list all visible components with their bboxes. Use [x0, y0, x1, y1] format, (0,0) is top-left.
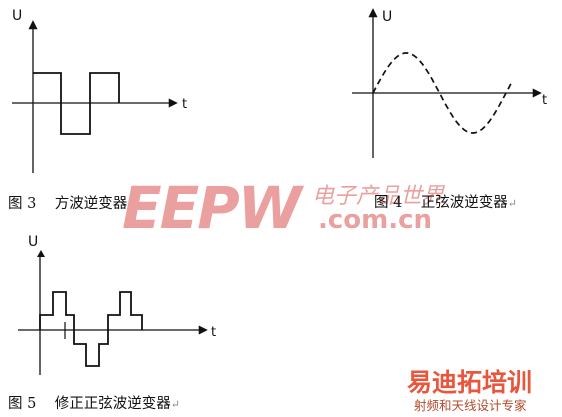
fig5-y-arrow-icon [37, 250, 45, 257]
fig4-waveform [372, 52, 514, 134]
fig3-caption: 图 3 方波逆变器 [8, 196, 128, 212]
fig4-y-label: U [382, 9, 392, 25]
fig3-waveform [33, 72, 120, 135]
fig5-caption: 图 5 修正正弦波逆变器↵ [8, 396, 180, 412]
corner-badge: 易迪拓培训 射频和天线设计专家 [407, 368, 532, 413]
paragraph-mark-icon: ↵ [507, 197, 517, 210]
badge-title: 易迪拓培训 [407, 368, 532, 397]
paragraph-mark-icon: ↵ [170, 398, 180, 411]
figure-4-sine-wave: U t [352, 8, 547, 158]
fig5-waveform [39, 291, 143, 367]
figure-3-square-wave: U t [12, 8, 187, 173]
watermark-domain: .com.cn [318, 205, 432, 235]
watermark-eepw: EEPW [122, 174, 305, 242]
watermark-chinese: 电子产品世界 [312, 184, 446, 209]
fig3-x-label: t [182, 97, 187, 112]
badge-subtitle: 射频和天线设计专家 [414, 398, 527, 413]
figure-5-modified-sine-wave: U t [18, 234, 216, 375]
fig5-x-label: t [211, 325, 216, 340]
watermark-logo: EEPW 电子产品世界 .com.cn [122, 174, 446, 242]
fig3-y-label: U [12, 8, 22, 24]
fig4-x-label: t [542, 93, 547, 108]
fig5-y-label: U [28, 234, 38, 250]
fig4-caption: 图 4 正弦波逆变器↵ [374, 195, 517, 211]
